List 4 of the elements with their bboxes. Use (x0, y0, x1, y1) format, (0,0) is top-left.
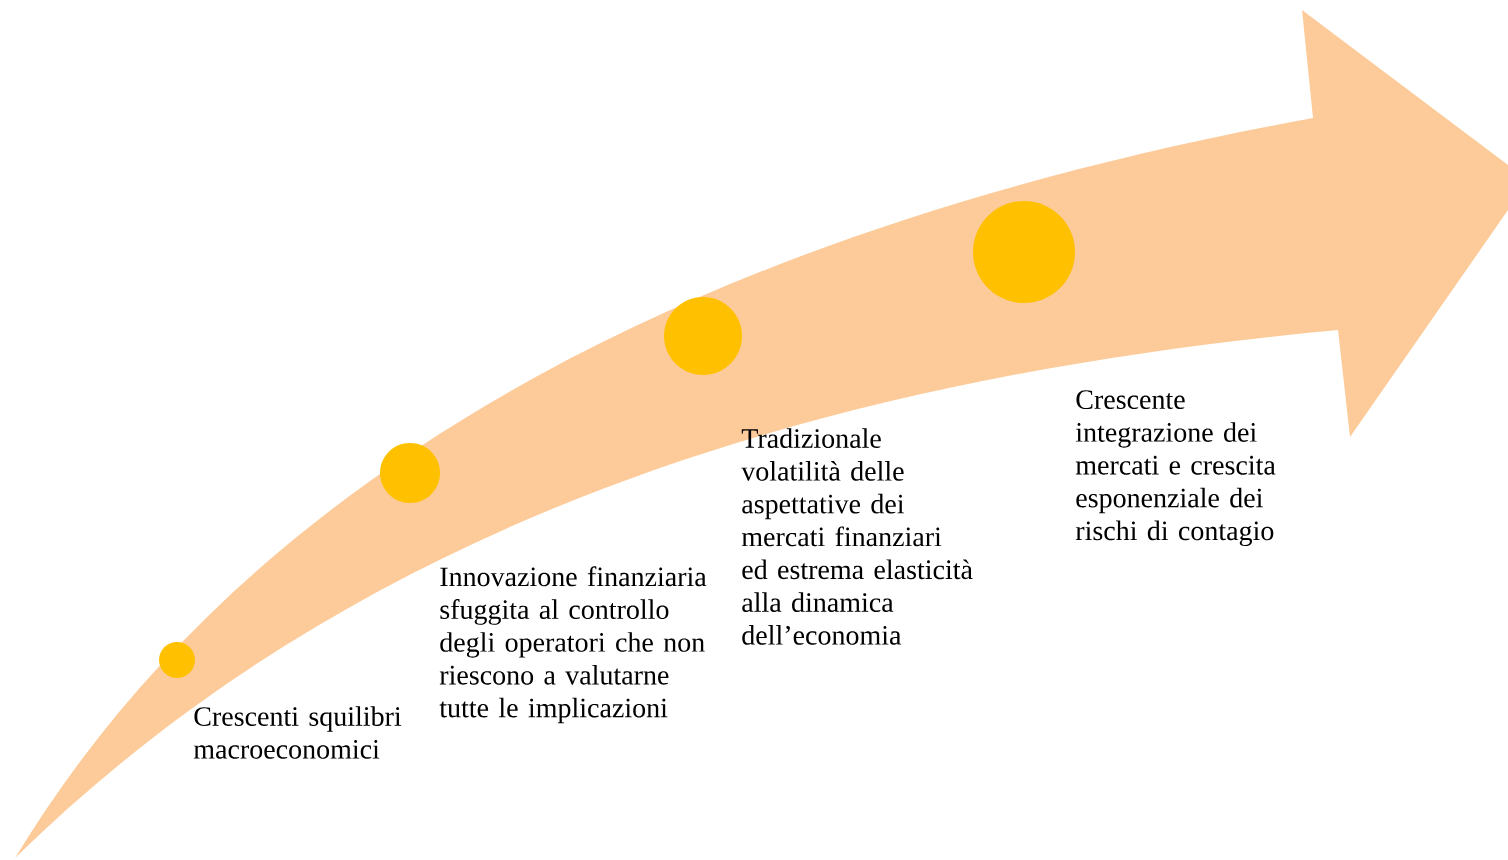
caption-text: Crescenti squilibri macroeconomici (193, 706, 402, 759)
caption-text: Innovazione finanziaria sfuggita al controllo degli operatori che non riescono a valutarne tutte le implicazioni (439, 566, 707, 724)
caption-text: Crescente integrazione dei mercati e crescita esponenziale dei rischi di contagio (1075, 390, 1276, 547)
caption-text: Tradizionale volatilità delle aspettative dei mercati finanziari ed estrema elasticità alla dinamica dell’economia (741, 428, 973, 645)
